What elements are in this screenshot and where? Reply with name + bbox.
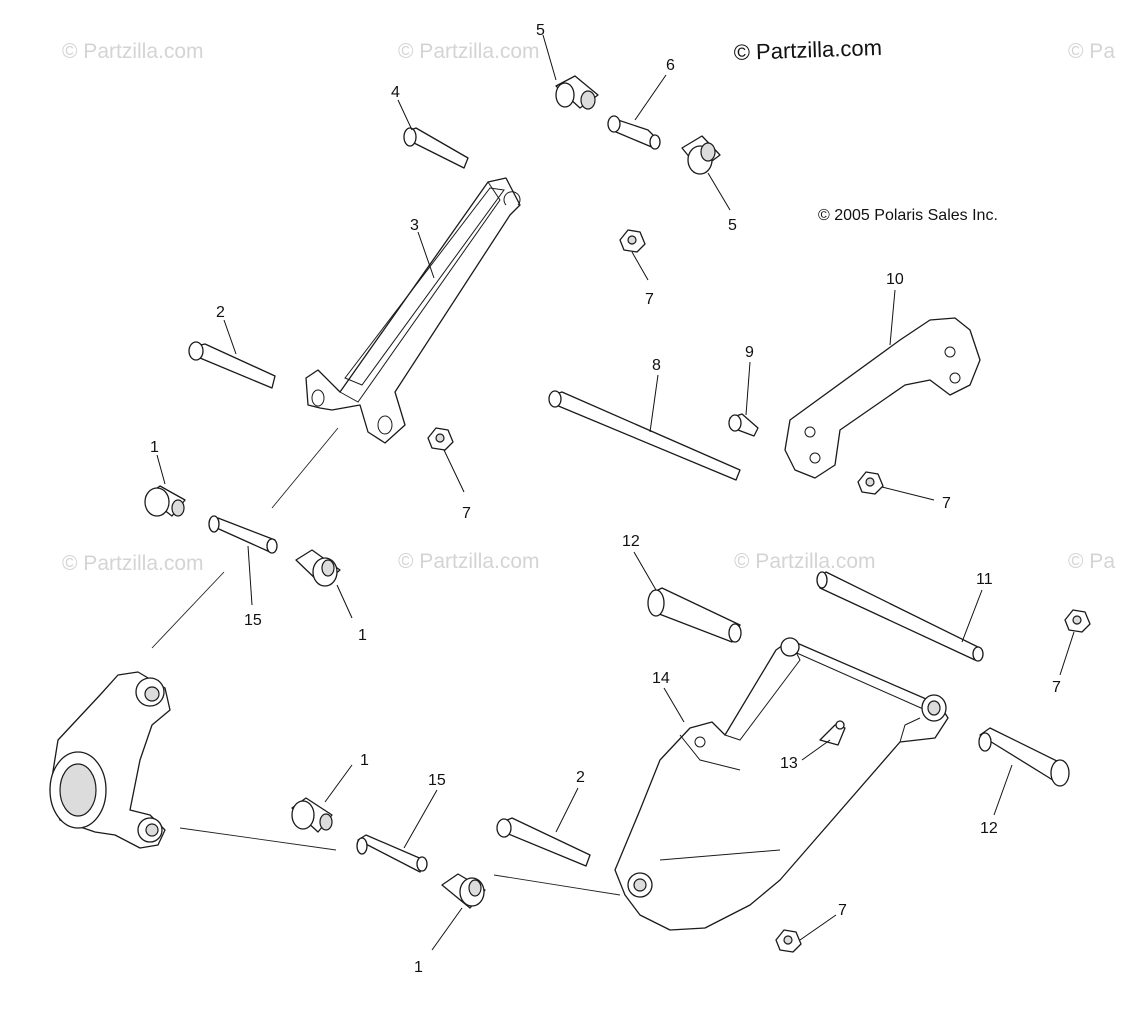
callout-2: 2 (576, 769, 585, 786)
mounting-plate-10 (784, 317, 981, 479)
nut-7 (775, 929, 802, 953)
nut-7 (857, 471, 884, 495)
upper-control-arm (305, 177, 521, 444)
callout-12: 12 (980, 820, 998, 837)
polaris-copyright: © 2005 Polaris Sales Inc. (818, 207, 998, 224)
callout-11: 11 (976, 571, 993, 588)
callout-5: 5 (728, 217, 737, 234)
bushing-5-upper (555, 75, 599, 110)
callout-6: 6 (666, 57, 675, 74)
steering-knuckle (49, 671, 171, 849)
leader-lines (156, 34, 1075, 951)
nut-7 (427, 427, 454, 451)
bushing-1 (295, 549, 341, 587)
bolt-2-upper (188, 341, 276, 389)
bolt-9 (728, 413, 759, 437)
bushing-1 (441, 873, 486, 909)
watermarks: © Partzilla.com © Partzilla.com © Pa © P… (62, 40, 1115, 575)
callout-1: 1 (358, 627, 367, 644)
callout-7: 7 (942, 495, 951, 512)
callout-7: 7 (1052, 679, 1061, 696)
sleeve-12-lower (978, 727, 1070, 787)
sleeve-15-upper (208, 515, 278, 554)
bushing-1 (291, 797, 333, 833)
callout-8: 8 (652, 357, 661, 374)
sleeve-12-upper (647, 587, 742, 643)
callout-2: 2 (216, 304, 225, 321)
callout-12: 12 (622, 533, 640, 550)
callout-7: 7 (838, 902, 847, 919)
callout-5: 5 (536, 22, 545, 39)
callout-13: 13 (780, 755, 798, 772)
watermark: © Partzilla.com (398, 550, 540, 573)
callout-7: 7 (462, 505, 471, 522)
callout-7: 7 (645, 291, 654, 308)
nut-7 (1064, 609, 1091, 633)
watermark: © Partzilla.com (62, 40, 204, 63)
callout-3: 3 (410, 217, 419, 234)
bolt-4 (403, 127, 469, 169)
callout-4: 4 (391, 84, 400, 101)
callout-9: 9 (745, 344, 754, 361)
lower-a-arm (614, 637, 949, 931)
callout-1: 1 (360, 752, 369, 769)
watermark: © Pa (1068, 550, 1115, 573)
callout-1: 1 (414, 959, 423, 976)
bushing-5-lower (681, 135, 721, 175)
grease-fitting-13 (819, 720, 846, 746)
bushing-1 (144, 485, 186, 517)
bolt-2-lower (496, 817, 591, 867)
callout-15: 15 (428, 772, 446, 789)
callout-10: 10 (886, 271, 904, 288)
callout-1: 1 (150, 439, 159, 456)
watermark: © Partzilla.com (734, 550, 876, 573)
pin-11 (816, 571, 984, 662)
partzilla-copyright: © Partzilla.com (733, 35, 882, 65)
assembly-guide-lines (151, 427, 621, 896)
callout-numbers: 1 1 1 1 2 2 3 4 5 5 6 7 7 7 7 7 8 9 10 1… (150, 22, 1061, 976)
watermark: © Pa (1068, 40, 1115, 63)
watermark: © Partzilla.com (398, 40, 540, 63)
sleeve-15-lower (356, 834, 428, 873)
watermark: © Partzilla.com (62, 552, 204, 575)
nut-7 (619, 229, 646, 253)
sleeve-6 (607, 115, 661, 150)
callout-15: 15 (244, 612, 262, 629)
long-bolt-8 (548, 390, 741, 481)
callout-14: 14 (652, 670, 670, 687)
